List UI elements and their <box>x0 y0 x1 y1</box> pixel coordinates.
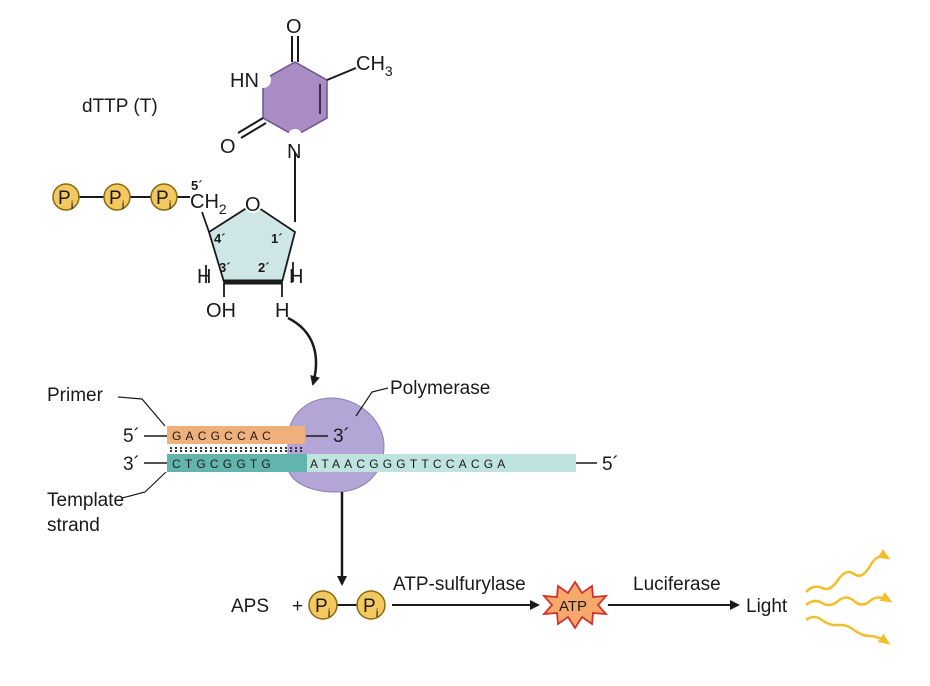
template-5-prime: 5´ <box>602 454 619 475</box>
atom-h-lower: H <box>275 300 289 322</box>
thymine-base-ring <box>262 61 328 137</box>
plus-sign: + <box>292 596 303 617</box>
template-strand-unpaired <box>304 454 576 472</box>
incorporation-arrow <box>287 316 320 386</box>
phosphate-1-icon: Pi <box>52 183 80 212</box>
light-rays-icon <box>805 549 893 645</box>
aps-label: APS <box>231 596 269 617</box>
carbon-number-3: 3´ <box>219 260 231 275</box>
carbon-number-4: 4´ <box>214 231 226 246</box>
carbon-number-2: 2´ <box>258 260 270 275</box>
atp-starburst-icon <box>541 580 609 630</box>
atom-hn: HN <box>230 70 259 92</box>
template-strand-paired <box>167 454 307 472</box>
primer-label: Primer <box>47 385 104 406</box>
atom-ch2: CH2 <box>190 191 227 217</box>
pyrophosphate-2-icon: Pi <box>356 590 386 620</box>
atom-methyl: CH3 <box>356 53 393 79</box>
dna-polymerase-complex: GACGCCAC CTGCGGTG ATAACGGGTTCCACGA 5´ 3´… <box>47 378 619 536</box>
svg-text:Pi: Pi <box>58 188 73 212</box>
pyrophosphate-1-icon: Pi <box>308 590 338 620</box>
template-sequence-unpaired: ATAACGGGTTCCACGA <box>310 457 509 471</box>
primer-sequence: GACGCCAC <box>172 429 275 443</box>
carbon-number-5: 5´ <box>191 178 203 193</box>
svg-text:Pi: Pi <box>363 596 378 620</box>
primer-strand <box>167 426 305 444</box>
svg-text:Pi: Pi <box>315 596 330 620</box>
atp-sulfurylase-label: ATP-sulfurylase <box>393 574 526 595</box>
dttp-label: dTTP (T) <box>82 96 158 117</box>
primer-3-prime: 3´ <box>333 426 350 447</box>
atom-left-oxygen: O <box>220 136 236 158</box>
template-label-line2: strand <box>47 515 100 536</box>
atom-h3: H <box>197 266 211 288</box>
reaction-chain: APS + Pi Pi ATP-sulfurylase ATP Lucifera… <box>231 549 893 645</box>
template-sequence-paired: CTGCGGTG <box>172 457 275 471</box>
phosphate-2-icon: Pi <box>103 183 131 212</box>
template-label: Template <box>47 490 124 511</box>
carbon-number-1: 1´ <box>271 231 283 246</box>
svg-text:Pi: Pi <box>109 188 124 212</box>
template-3-prime: 3´ <box>123 454 140 475</box>
light-label: Light <box>746 596 788 617</box>
dttp-molecule: dTTP (T) O HN CH3 O N O 5´ 4´ 1´ 3´ 2´ <box>52 16 393 322</box>
luciferase-label: Luciferase <box>633 574 721 595</box>
primer-5-prime: 5´ <box>123 426 140 447</box>
svg-text:Pi: Pi <box>156 188 171 212</box>
atom-h2: H <box>289 266 303 288</box>
atom-n1: N <box>287 141 301 163</box>
atom-oh: OH <box>206 300 236 322</box>
atom-ring-oxygen: O <box>245 194 261 216</box>
phosphate-3-icon: Pi <box>150 183 178 212</box>
atp-label: ATP <box>559 598 587 615</box>
polymerase-label: Polymerase <box>390 378 490 399</box>
atom-top-oxygen: O <box>286 16 302 38</box>
